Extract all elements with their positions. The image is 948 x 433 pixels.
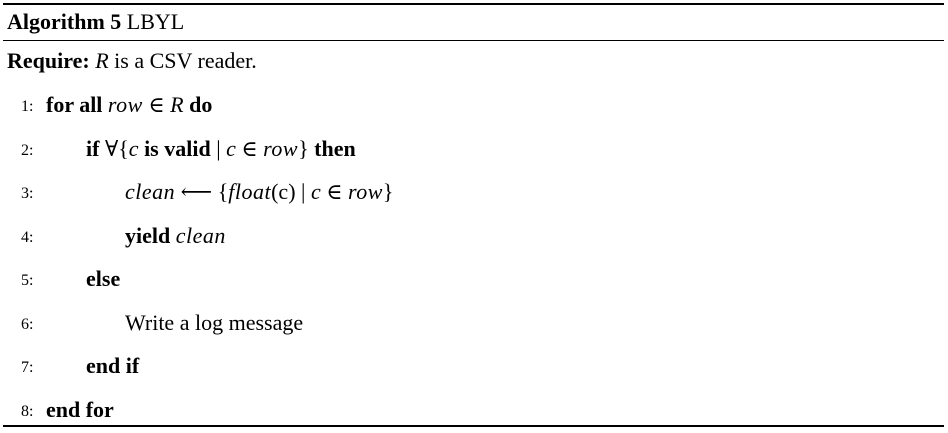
keyword-do: do (189, 92, 213, 117)
line-body: clean ⟵ {float(c) | c ∈ row} (125, 177, 393, 207)
algorithm-block: Algorithm 5 LBYL Require: R is a CSV rea… (3, 0, 944, 433)
symbol-in: ∈ (142, 92, 171, 117)
line-number: 5: (21, 272, 34, 289)
top-rule (3, 3, 944, 5)
var-c: c (128, 136, 139, 161)
func-arg: (c) (271, 179, 296, 204)
separator: | (295, 179, 311, 204)
require-var: R (95, 48, 109, 73)
keyword-if: if (86, 136, 100, 161)
line-body: end for (46, 395, 114, 425)
line-body: if ∀{c is valid | c ∈ row} then (86, 134, 356, 164)
line-body: else (86, 264, 120, 294)
caption-rule (3, 40, 944, 41)
line-number: 3: (21, 185, 34, 202)
line-body: end if (86, 351, 139, 381)
caption-label: Algorithm 5 (7, 9, 122, 34)
var-c: c (226, 136, 236, 161)
line-number: 4: (21, 229, 34, 246)
line-number: 2: (21, 142, 34, 159)
var-row: row (348, 179, 383, 204)
line-number: 8: (21, 403, 34, 420)
line-body: yield clean (125, 221, 226, 251)
symbol-in: ∈ (235, 136, 264, 161)
bottom-rule (3, 425, 944, 427)
var-c: c (310, 179, 321, 204)
keyword-end-if: end if (86, 353, 140, 378)
require-line: Require: R is a CSV reader. (7, 46, 257, 76)
symbol-in: ∈ (320, 179, 348, 204)
forall-open: ∀{ (99, 136, 129, 161)
log-statement: Write a log message (125, 310, 304, 335)
var-clean: clean (175, 223, 226, 248)
set-close: } (298, 136, 309, 161)
line-number: 7: (21, 359, 34, 376)
keyword-end-for: end for (46, 397, 114, 422)
line-body: for all row ∈ R do (46, 90, 212, 120)
separator: | (210, 136, 227, 161)
keyword-is-valid: is valid (144, 136, 211, 161)
var-clean: clean (125, 179, 176, 204)
line-number: 6: (21, 316, 34, 333)
caption-name: LBYL (126, 9, 185, 34)
keyword-for-all: for all (46, 92, 103, 117)
line-body: Write a log message (125, 308, 303, 338)
var-row: row (107, 92, 143, 117)
require-text: is a CSV reader. (108, 48, 257, 73)
keyword-yield: yield (125, 223, 171, 248)
keyword-then: then (314, 136, 356, 161)
var-row: row (263, 136, 299, 161)
algorithm-caption: Algorithm 5 LBYL (7, 7, 184, 37)
set-close: } (382, 179, 394, 204)
line-number: 1: (21, 98, 34, 115)
var-R: R (170, 92, 184, 117)
keyword-else: else (86, 266, 121, 291)
assign-arrow: ⟵ { (175, 179, 229, 204)
require-keyword: Require: (7, 48, 90, 73)
func-float: float (228, 179, 272, 204)
